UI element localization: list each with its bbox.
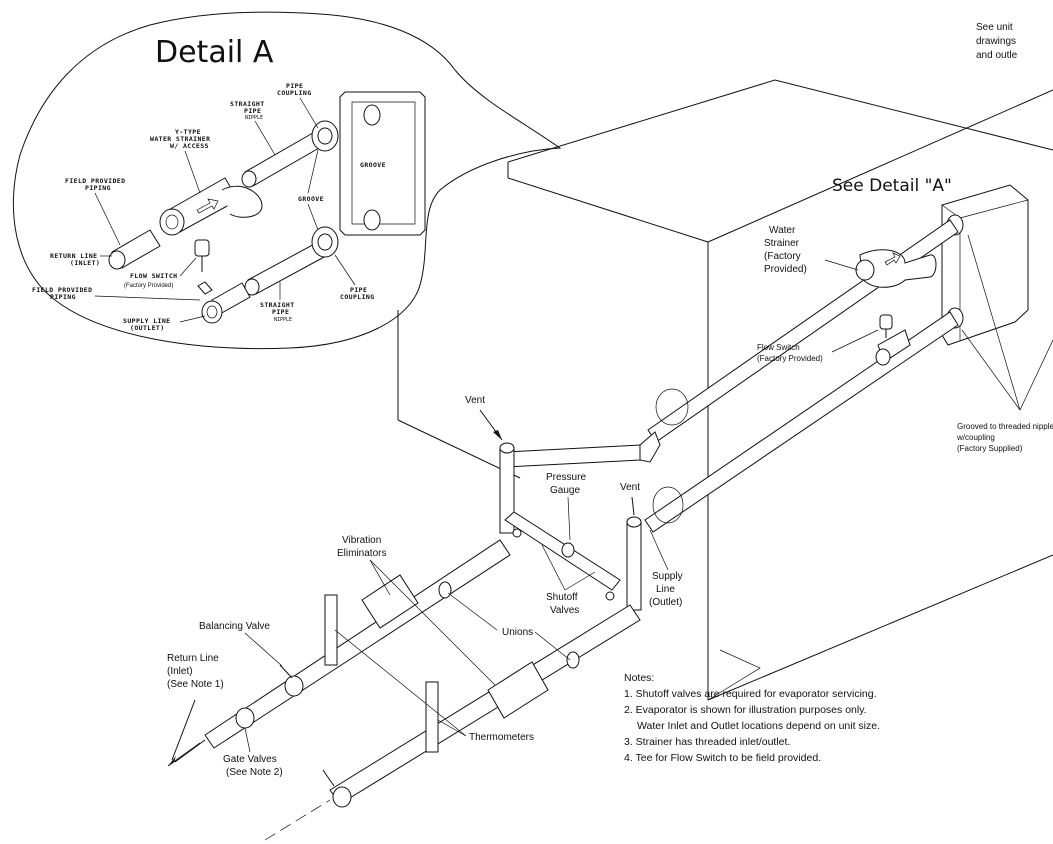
detail-label-strainer-2: WATER STRAINER xyxy=(150,135,210,143)
detail-label-flow-switch-2: (Factory Provided) xyxy=(124,283,173,289)
balancing-valve-label: Balancing Valve xyxy=(199,621,283,667)
detail-label-pipe-coupling-bottom: PIPE xyxy=(350,286,367,294)
grooved-label-1: Grooved to threaded nipple xyxy=(957,422,1053,431)
detail-label-groove-mid: GROOVE xyxy=(298,195,324,203)
main-upper-pipe xyxy=(504,219,959,468)
detail-label-straight-pipe-top-2: PIPE xyxy=(244,107,261,115)
detail-label-supply-line-2: (OUTLET) xyxy=(130,324,165,332)
unions-label: Unions xyxy=(447,592,571,661)
detail-label-groove-right: GROOVE xyxy=(360,161,386,169)
water-strainer-label: Water Strainer (Factory Provided) xyxy=(764,225,859,275)
water-strainer-label-4: Provided) xyxy=(764,264,807,275)
detail-upper-piping xyxy=(108,120,339,270)
flow-switch-label: Flow Switch (Factory Provided) xyxy=(757,329,879,363)
note-1: 1. Shutoff valves are required for evapo… xyxy=(624,688,877,700)
top-note-line-3: and outle xyxy=(976,50,1018,61)
grooved-label: Grooved to threaded nipple w/coupling (F… xyxy=(956,234,1053,453)
return-line-label-1: Return Line xyxy=(167,653,219,664)
detail-label-return-line-2: (INLET) xyxy=(70,259,100,267)
vent-right-label: Vent xyxy=(620,482,640,516)
thermometers-text: Thermometers xyxy=(469,732,534,743)
vibration-label-2: Eliminators xyxy=(337,548,386,559)
main-return-pipe xyxy=(204,539,511,749)
return-line-label-2: (Inlet) xyxy=(167,666,193,677)
thermometers-label: Thermometers xyxy=(334,629,534,743)
vent-right-text: Vent xyxy=(620,482,640,493)
detail-label-strainer-3: W/ ACCESS xyxy=(170,142,209,150)
detail-labels: PIPE COUPLING STRAIGHT PIPE NIPPLE Y-TYP… xyxy=(32,82,386,332)
gate-valves-label-2: (See Note 2) xyxy=(226,767,283,778)
supply-line-label-1: Supply xyxy=(652,571,683,582)
note-3: 3. Strainer has threaded inlet/outlet. xyxy=(624,736,790,748)
detail-evaporator xyxy=(339,91,426,236)
detail-label-pipe-coupling-bottom-2: COUPLING xyxy=(340,293,375,301)
grooved-label-3: (Factory Supplied) xyxy=(957,444,1023,453)
note-2: 2. Evaporator is shown for illustration … xyxy=(624,704,867,716)
return-line-label: Return Line (Inlet) (See Note 1) xyxy=(167,653,224,690)
pressure-gauge-label: Pressure Gauge xyxy=(546,472,586,541)
detail-label-straight-pipe-bottom-2: PIPE xyxy=(272,308,289,316)
supply-line-label-2: Line xyxy=(656,584,675,595)
detail-label-field-piping-top-2: PIPING xyxy=(85,184,111,192)
top-note-line-1: See unit xyxy=(976,22,1013,33)
supply-line-label-3: (Outlet) xyxy=(649,597,682,608)
vent-left-text: Vent xyxy=(465,395,485,406)
shutoff-label-1: Shutoff xyxy=(546,592,578,603)
unit-cabinet xyxy=(397,79,1053,701)
detail-label-return-line: RETURN LINE xyxy=(50,252,97,260)
shutoff-label-2: Valves xyxy=(550,605,579,616)
detail-label-supply-line: SUPPLY LINE xyxy=(123,317,170,325)
main-lower-pipe xyxy=(644,311,959,533)
pressure-gauge-label-1: Pressure xyxy=(546,472,586,483)
supply-line-label: Supply Line (Outlet) xyxy=(649,529,683,608)
detail-label-nipple-bottom: NIPPLE xyxy=(274,317,292,323)
detail-lower-piping xyxy=(194,226,339,324)
detail-title: Detail A xyxy=(155,35,274,70)
detail-label-straight-pipe-top: STRAIGHT xyxy=(230,100,265,108)
vibration-label-1: Vibration xyxy=(342,535,381,546)
detail-label-field-piping-bottom-2: PIPING xyxy=(50,293,76,301)
shutoff-label: Shutoff Valves xyxy=(541,544,596,616)
main-supply-pipe xyxy=(264,604,641,841)
pressure-gauge-label-2: Gauge xyxy=(550,485,580,496)
unions-text: Unions xyxy=(502,627,533,638)
see-detail-label: See Detail "A" xyxy=(832,176,952,196)
gate-valves-label: Gate Valves (See Note 2) xyxy=(223,727,283,778)
flow-switch-label-1: Flow Switch xyxy=(757,343,800,352)
detail-label-straight-pipe-bottom: STRAIGHT xyxy=(260,301,295,309)
detail-label-flow-switch: FLOW SWITCH xyxy=(130,272,177,280)
notes-heading: Notes: xyxy=(624,672,654,684)
notes-block: Notes: 1. Shutoff valves are required fo… xyxy=(624,672,880,764)
detail-label-nipple-top: NIPPLE xyxy=(245,115,263,121)
gate-valves-label-1: Gate Valves xyxy=(223,754,277,765)
detail-a-bubble xyxy=(12,11,562,350)
top-note: See unit drawings and outle xyxy=(976,22,1018,61)
note-4: 4. Tee for Flow Switch to be field provi… xyxy=(624,752,821,764)
detail-label-field-piping-top: FIELD PROVIDED xyxy=(65,177,125,185)
main-vertical-pipes xyxy=(499,442,642,611)
grooved-label-2: w/coupling xyxy=(956,433,995,442)
detail-label-field-piping-bottom: FIELD PROVIDED xyxy=(32,286,92,294)
note-2-cont: Water Inlet and Outlet locations depend … xyxy=(637,720,880,732)
detail-label-pipe-coupling-top-2: COUPLING xyxy=(277,89,312,97)
water-strainer-label-2: Strainer xyxy=(764,238,800,249)
return-arrows xyxy=(167,699,206,767)
vent-left-label: Vent xyxy=(465,395,503,441)
water-strainer-label-3: (Factory xyxy=(764,251,801,262)
top-note-line-2: drawings xyxy=(976,36,1016,47)
detail-label-strainer-1: Y-TYPE xyxy=(175,128,201,136)
balancing-valve-text: Balancing Valve xyxy=(199,621,270,632)
detail-label-pipe-coupling-top: PIPE xyxy=(286,82,303,90)
vibration-label: Vibration Eliminators xyxy=(337,535,496,686)
water-strainer-label-1: Water xyxy=(769,225,796,236)
flow-switch-label-2: (Factory Provided) xyxy=(757,354,823,363)
return-line-label-3: (See Note 1) xyxy=(167,679,224,690)
